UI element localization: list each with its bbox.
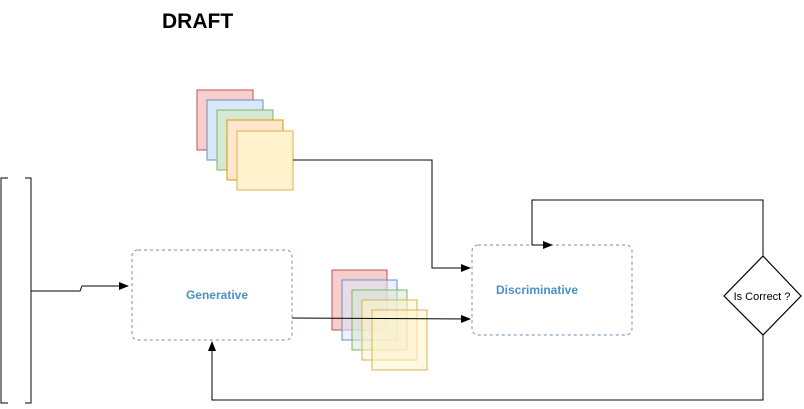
decision-label: Is Correct ?	[734, 291, 791, 303]
decision-to-discriminative-feedback-arrow	[531, 199, 764, 256]
discriminative-label: Discriminative	[496, 283, 578, 297]
generative-node[interactable]: Generative	[131, 249, 293, 341]
real-image-card	[236, 130, 294, 191]
page-title: DRAFT	[162, 10, 233, 33]
generative-to-discriminative-arrow	[291, 314, 471, 323]
generative-box[interactable]	[131, 249, 293, 341]
real-images-to-discriminative-arrow	[293, 159, 471, 272]
generated-image-card	[371, 309, 428, 371]
generative-label: Generative	[186, 288, 248, 302]
decision-node[interactable]: Is Correct ?	[723, 255, 802, 336]
real-image-stack	[196, 89, 294, 191]
decision-to-generative-feedback-arrow	[208, 335, 764, 401]
input-left-bracket	[0, 177, 8, 404]
generated-image-stack	[331, 269, 428, 371]
input-to-generative-arrow	[31, 282, 129, 292]
input-right-bracket	[25, 177, 32, 404]
discriminative-node[interactable]: Discriminative	[471, 244, 633, 336]
